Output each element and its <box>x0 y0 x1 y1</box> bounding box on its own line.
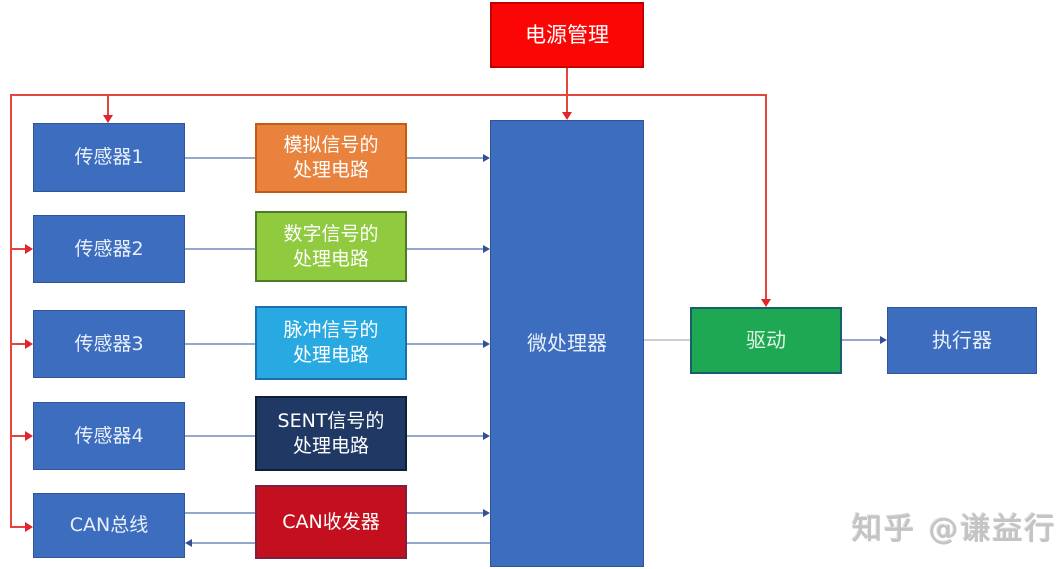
drive-label: 驱动 <box>746 328 786 352</box>
digital-processing-label-line2: 处理电路 <box>292 247 369 270</box>
sensor2-to-digital-line <box>185 248 255 250</box>
analog-processing-label-line1: 模拟信号的 <box>283 134 379 156</box>
pulse-processing-node: 脉冲信号的 处理电路 <box>255 306 407 380</box>
power-management-label: 电源管理 <box>525 22 609 47</box>
power-left-vertical-line <box>10 94 12 528</box>
digital-processing-label-line1: 数字信号的 <box>283 222 379 245</box>
canbus-to-transceiver-line <box>185 512 255 514</box>
mcu-to-drive-line <box>644 339 690 341</box>
zhihu-watermark: 知乎 @谦益行 <box>852 512 1056 547</box>
power-to-mcu-line <box>566 68 568 114</box>
sensor3-node: 传感器3 <box>33 310 185 378</box>
mcu-to-transceiver-return-line <box>407 542 490 544</box>
digital-processing-node: 数字信号的 处理电路 <box>255 211 407 282</box>
sensor1-to-analog-line <box>185 157 255 159</box>
can-bus-label: CAN总线 <box>69 514 149 536</box>
arrow-right-into-sensor3-icon <box>25 339 33 349</box>
can-transceiver-label: CAN收发器 <box>282 510 380 533</box>
sensor3-to-pulse-line <box>185 343 255 345</box>
arrow-down-into-sensor1-icon <box>103 115 113 123</box>
arrow-pulse-mcu-icon <box>483 340 490 348</box>
power-management-node: 电源管理 <box>490 2 644 68</box>
arrow-transceiver-mcu-icon <box>483 509 490 517</box>
sent-processing-label-line1: SENT信号的 <box>277 409 385 432</box>
pulse-processing-label-line2: 处理电路 <box>292 344 369 366</box>
arrow-sent-mcu-icon <box>483 432 490 440</box>
can-bus-node: CAN总线 <box>33 493 185 558</box>
power-sensor2-branch-line <box>10 248 26 250</box>
arrow-right-into-sensor4-icon <box>25 431 33 441</box>
analog-processing-label-line2: 处理电路 <box>292 159 369 181</box>
sensor2-node: 传感器2 <box>33 215 185 283</box>
sensor4-node: 传感器4 <box>33 402 185 470</box>
sensor2-label: 传感器2 <box>74 237 144 260</box>
sensor4-label: 传感器4 <box>74 424 144 447</box>
transceiver-to-canbus-return-line <box>192 542 255 544</box>
arrow-analog-mcu-icon <box>483 154 490 162</box>
drive-node: 驱动 <box>690 307 842 374</box>
power-canbus-branch-line <box>10 526 26 528</box>
sensor3-label: 传感器3 <box>74 332 144 355</box>
can-transceiver-node: CAN收发器 <box>255 485 407 559</box>
pulse-processing-label-line1: 脉冲信号的 <box>283 319 379 341</box>
transceiver-to-mcu-line <box>407 512 484 514</box>
arrow-drive-actuator-icon <box>880 336 887 344</box>
power-to-drive-line <box>765 94 767 301</box>
analog-to-mcu-line <box>407 157 484 159</box>
analog-processing-node: 模拟信号的 处理电路 <box>255 123 407 193</box>
digital-to-mcu-line <box>407 248 484 250</box>
arrow-return-canbus-icon <box>185 539 192 547</box>
power-sensor3-branch-line <box>10 343 26 345</box>
arrow-right-into-canbus-icon <box>25 522 33 532</box>
sensor4-to-sent-line <box>185 435 255 437</box>
actuator-label: 执行器 <box>932 328 992 352</box>
arrow-down-into-drive-icon <box>761 299 771 307</box>
power-sensor1-drop-line <box>107 94 109 116</box>
pulse-to-mcu-line <box>407 343 484 345</box>
drive-to-actuator-line <box>842 339 881 341</box>
power-sensor4-branch-line <box>10 435 26 437</box>
arrow-down-into-mcu-icon <box>562 112 572 120</box>
actuator-node: 执行器 <box>887 307 1037 374</box>
sensor1-node: 传感器1 <box>33 123 185 192</box>
power-horizontal-line <box>10 94 767 96</box>
arrow-right-into-sensor2-icon <box>25 244 33 254</box>
arrow-digital-mcu-icon <box>483 245 490 253</box>
microprocessor-label: 微处理器 <box>527 331 607 355</box>
sent-processing-label-line2: 处理电路 <box>292 434 369 457</box>
sent-to-mcu-line <box>407 435 484 437</box>
sent-processing-node: SENT信号的 处理电路 <box>255 396 407 471</box>
microprocessor-node: 微处理器 <box>490 120 644 567</box>
sensor1-label: 传感器1 <box>74 146 144 168</box>
